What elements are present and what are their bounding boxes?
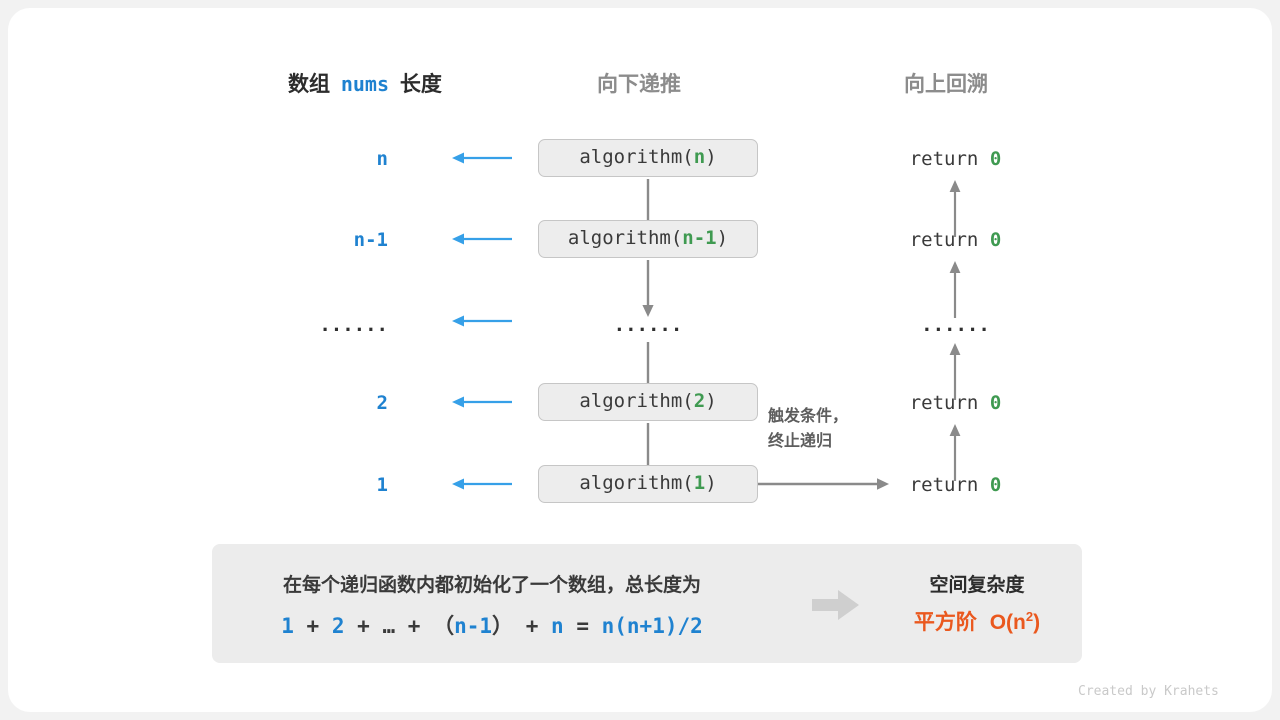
formula-op-1: + xyxy=(306,614,320,638)
call-prefix-row-3: algorithm( xyxy=(579,390,694,412)
formula-term-3: n-1 xyxy=(454,614,493,638)
call-prefix-row-4: algorithm( xyxy=(579,472,694,494)
complexity-notation: O(n xyxy=(989,611,1026,634)
header-array-prefix: 数组 xyxy=(288,73,330,96)
formula-op-2: + xyxy=(357,614,370,638)
call-box-row-3[interactable]: algorithm(2) xyxy=(538,383,758,421)
call-suffix-row-0: ) xyxy=(705,146,717,168)
return-label-row-4: return 0 xyxy=(868,474,1043,496)
length-label-row-0: n xyxy=(376,148,388,170)
formula-term-1: 1 xyxy=(281,614,294,638)
call-box-row-1[interactable]: algorithm(n-1) xyxy=(538,220,758,258)
diagram-card: 数组 nums 长度 向下递推 向上回溯 n algorithm(n) retu… xyxy=(8,8,1272,712)
summary-formula: 1 + 2 + … + （n-1） + n = n(n+1)/2 xyxy=(212,610,772,640)
summary-box: 在每个递归函数内都初始化了一个数组，总长度为 1 + 2 + … + （n-1）… xyxy=(212,544,1082,663)
blue-arrow-row-1 xyxy=(451,232,513,246)
return-value-row-1: 0 xyxy=(989,229,1002,251)
up-arrow-2 xyxy=(948,342,962,400)
formula-result: n(n+1)/2 xyxy=(601,614,703,638)
blue-arrow-row-3 xyxy=(451,395,513,409)
return-value-row-4: 0 xyxy=(989,474,1002,496)
summary-text: 在每个递归函数内都初始化了一个数组，总长度为 xyxy=(282,575,701,596)
blue-arrow-row-0 xyxy=(451,151,513,165)
call-suffix-row-4: ) xyxy=(705,472,717,494)
up-arrow-0 xyxy=(948,179,962,237)
length-label-row-2: ······ xyxy=(319,319,388,341)
call-arg-row-1: n-1 xyxy=(682,227,717,249)
down-arrow-1 xyxy=(641,260,655,318)
return-keyword-row-1: return xyxy=(909,229,979,251)
return-value-row-0: 0 xyxy=(989,148,1002,170)
call-arg-row-0: n xyxy=(693,146,706,168)
call-suffix-row-3: ) xyxy=(705,390,717,412)
summary-title: 空间复杂度 xyxy=(929,575,1025,596)
header-array-length: 数组 nums 长度 xyxy=(288,68,442,98)
formula-paren-open: （ xyxy=(433,614,455,638)
call-box-row-4[interactable]: algorithm(1) xyxy=(538,465,758,503)
return-value-row-3: 0 xyxy=(989,392,1002,414)
up-arrow-3 xyxy=(948,423,962,481)
up-arrow-1 xyxy=(948,260,962,318)
formula-equals: = xyxy=(576,614,589,638)
header-array-suffix: 长度 xyxy=(399,73,442,96)
summary-complexity-value: 平方阶 O(n2) xyxy=(872,606,1082,636)
call-prefix-row-1: algorithm( xyxy=(567,227,683,249)
formula-term-2: 2 xyxy=(331,614,345,638)
header-recurse-down: 向下递推 xyxy=(597,73,681,96)
return-label-row-1: return 0 xyxy=(868,229,1043,251)
return-dots-row-2: ······ xyxy=(921,319,990,341)
complexity-exponent: 2 xyxy=(1025,609,1034,624)
call-dots-row-2: ······ xyxy=(613,319,683,341)
formula-ellipsis: … xyxy=(382,614,396,638)
header-backtrack-up: 向上回溯 xyxy=(904,73,988,96)
return-keyword-row-0: return xyxy=(909,148,979,170)
formula-op-4: + xyxy=(525,614,539,638)
call-box-row-0[interactable]: algorithm(n) xyxy=(538,139,758,177)
return-keyword-row-3: return xyxy=(909,392,979,414)
complexity-label: 平方阶 xyxy=(913,611,977,634)
return-keyword-row-4: return xyxy=(909,474,979,496)
termination-note-line-1: 触发条件， xyxy=(768,408,849,425)
result-arrow-icon xyxy=(812,589,860,621)
call-suffix-row-1: ) xyxy=(716,227,729,249)
call-arg-row-4: 1 xyxy=(693,472,706,494)
formula-paren-close: ） xyxy=(492,614,514,638)
blue-arrow-row-4 xyxy=(451,477,513,491)
length-label-row-1: n-1 xyxy=(353,229,388,251)
terminate-arrow xyxy=(758,477,890,491)
return-label-row-3: return 0 xyxy=(868,392,1043,414)
length-label-row-4: 1 xyxy=(376,474,388,496)
termination-note-line-2: 终止递归 xyxy=(768,433,833,450)
length-label-row-3: 2 xyxy=(376,392,388,414)
termination-note: 触发条件， 终止递归 xyxy=(768,404,848,454)
call-prefix-row-0: algorithm( xyxy=(579,146,694,168)
blue-arrow-row-2 xyxy=(451,314,513,328)
call-arg-row-3: 2 xyxy=(693,390,706,412)
return-label-row-0: return 0 xyxy=(868,148,1043,170)
complexity-notation-close: ) xyxy=(1033,611,1041,634)
credit-text: Created by Krahets xyxy=(1078,684,1219,699)
formula-term-4: n xyxy=(551,614,564,638)
formula-op-3: + xyxy=(407,614,421,638)
header-array-code: nums xyxy=(340,72,390,96)
